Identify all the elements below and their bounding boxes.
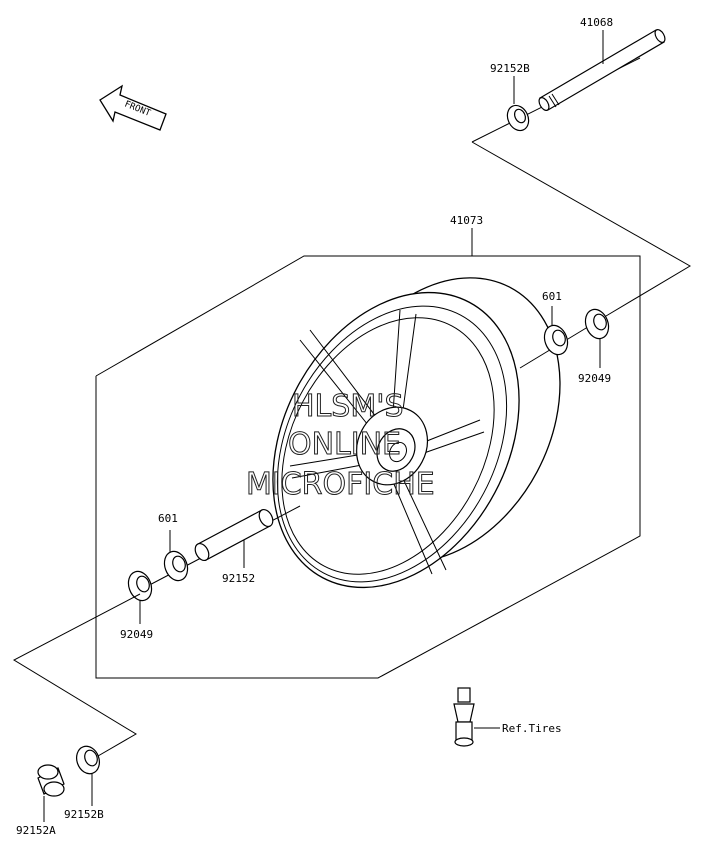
watermark-line-1: HLSM'S [292, 389, 404, 424]
label-92152B-bottom: 92152B [64, 808, 104, 821]
bearing-right-part [543, 324, 569, 356]
label-41068: 41068 [580, 16, 613, 29]
seal-left-part [127, 570, 153, 602]
front-arrow-icon: FRONT [99, 84, 167, 131]
collar-group-outline [12, 593, 141, 757]
collar-a-part [37, 764, 65, 797]
label-92049-left: 92049 [120, 628, 153, 641]
label-92152B-top: 92152B [490, 62, 530, 75]
collar-bottom-part [76, 745, 100, 775]
valve-part [453, 687, 475, 747]
spacer-part [194, 508, 274, 562]
label-92152A: 92152A [16, 824, 56, 837]
label-41073: 41073 [450, 214, 483, 227]
watermark-line-3: MICROFICHE [246, 467, 435, 502]
wheel-group-outline [95, 255, 641, 679]
label-ref-tires: Ref.Tires [502, 722, 562, 735]
watermark: HLSM'S ONLINE MICROFICHE [246, 389, 436, 503]
label-92152: 92152 [222, 572, 255, 585]
collar-top-part [506, 104, 530, 132]
label-601-left: 601 [158, 512, 178, 525]
label-92049-right: 92049 [578, 372, 611, 385]
right-assembly-line [471, 141, 691, 317]
bearing-left-part [163, 550, 189, 582]
wheel-part [272, 277, 561, 589]
seal-right-part [584, 308, 610, 340]
watermark-line-2: ONLINE [288, 427, 401, 462]
label-601-right: 601 [542, 290, 562, 303]
axle-part [538, 29, 666, 111]
